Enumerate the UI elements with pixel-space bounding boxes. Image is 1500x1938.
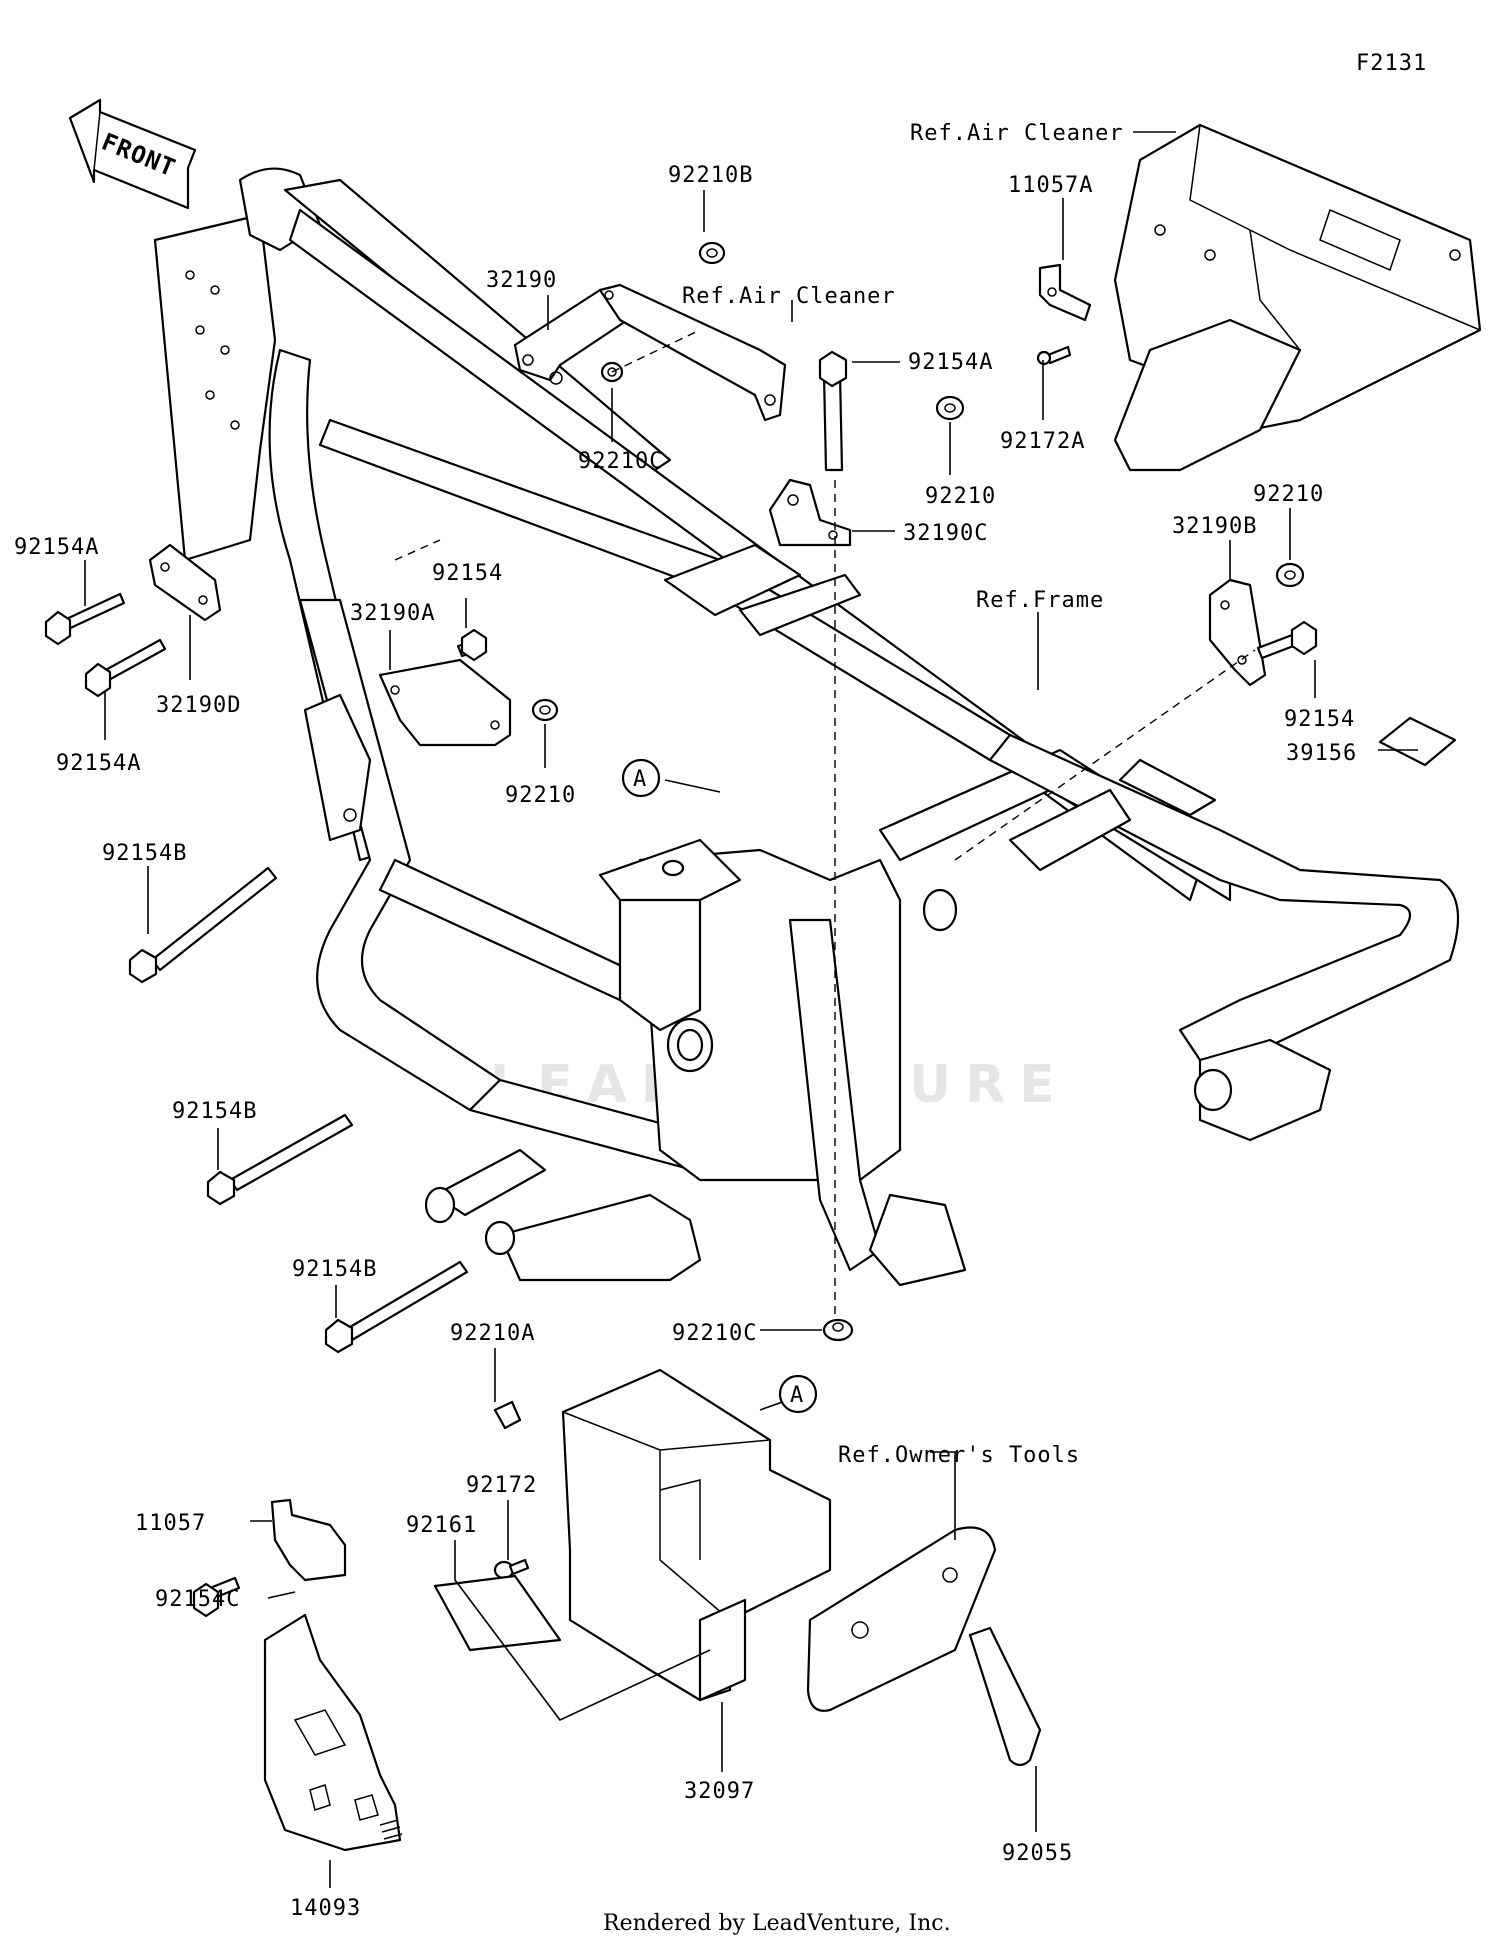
diagram-code: F2131 bbox=[1356, 51, 1427, 76]
label-11057: 11057 bbox=[135, 1511, 206, 1536]
label-32190A: 32190A bbox=[350, 601, 435, 626]
label-11057A: 11057A bbox=[1008, 173, 1093, 198]
bracket-32190A bbox=[378, 658, 512, 747]
screw-92172A bbox=[1036, 345, 1072, 366]
bracket-32190C bbox=[768, 478, 852, 547]
bracket-11057 bbox=[270, 1498, 347, 1582]
label-92210C-bottom: 92210C bbox=[672, 1321, 757, 1346]
label-ref-air-cleaner-mid: Ref.Air Cleaner bbox=[682, 284, 896, 309]
bracket-32190B bbox=[1208, 578, 1267, 687]
nut-92210B bbox=[698, 241, 726, 265]
label-92210B: 92210B bbox=[668, 163, 753, 188]
label-32190B: 32190B bbox=[1172, 514, 1257, 539]
label-92154-right: 92154 bbox=[1284, 707, 1355, 732]
label-92154B-3: 92154B bbox=[292, 1257, 377, 1282]
callout-a-upper-text: A bbox=[633, 767, 647, 792]
bolt-92154-right bbox=[1256, 620, 1318, 660]
assembly-line-4 bbox=[394, 539, 441, 561]
label-ref-owners-tools: Ref.Owner's Tools bbox=[838, 1443, 1080, 1468]
label-32190D: 32190D bbox=[156, 693, 241, 718]
label-92210-mid: 92210 bbox=[925, 484, 996, 509]
label-92210-left: 92210 bbox=[505, 783, 576, 808]
assembly-line-1 bbox=[611, 329, 701, 373]
leader-lines bbox=[84, 131, 1418, 1888]
label-ref-air-cleaner-top: Ref.Air Cleaner bbox=[910, 121, 1124, 146]
bolt-92154A-top bbox=[818, 350, 848, 472]
label-92154A-left2: 92154A bbox=[56, 751, 141, 776]
screw-92172 bbox=[493, 1558, 530, 1580]
label-32097: 32097 bbox=[684, 1779, 755, 1804]
nut-92210C-bottom bbox=[822, 1318, 854, 1342]
label-92154A-top: 92154A bbox=[908, 350, 993, 375]
label-92210A: 92210A bbox=[450, 1321, 535, 1346]
bolt-92154B-3 bbox=[324, 1260, 469, 1354]
callout-a-upper: A bbox=[621, 758, 661, 798]
pad-92161 bbox=[433, 1574, 562, 1652]
label-92210-right: 92210 bbox=[1253, 482, 1324, 507]
label-32190C: 32190C bbox=[903, 521, 988, 546]
label-92154B-1: 92154B bbox=[102, 841, 187, 866]
nut-92210A bbox=[493, 1400, 522, 1430]
owners-tools bbox=[806, 1526, 997, 1712]
bolt-92154C bbox=[192, 1576, 241, 1618]
front-arrow-icon: FRONT bbox=[68, 98, 197, 210]
label-ref-frame: Ref.Frame bbox=[976, 588, 1104, 613]
air-cleaner-stay bbox=[598, 283, 787, 422]
band-92055 bbox=[968, 1626, 1042, 1767]
label-14093: 14093 bbox=[290, 1896, 361, 1921]
bracket-11057A bbox=[1038, 263, 1092, 322]
bolt-92154A-left2 bbox=[84, 638, 167, 698]
label-plate-39156 bbox=[1378, 716, 1457, 767]
nut-92210-left bbox=[531, 698, 559, 722]
cover-14093 bbox=[263, 1613, 403, 1852]
label-92055: 92055 bbox=[1002, 1841, 1073, 1866]
label-92172A: 92172A bbox=[1000, 429, 1085, 454]
bolt-92154-mid bbox=[456, 628, 488, 662]
label-92172: 92172 bbox=[466, 1473, 537, 1498]
label-92161: 92161 bbox=[406, 1513, 477, 1538]
label-92154B-2: 92154B bbox=[172, 1099, 257, 1124]
bolt-92154B-1 bbox=[128, 866, 278, 984]
bolt-92154B-2 bbox=[206, 1113, 354, 1206]
assembly-line-3 bbox=[954, 649, 1256, 861]
toolbox-32097 bbox=[561, 1368, 832, 1702]
bolt-92154A-left1 bbox=[44, 592, 126, 646]
label-39156: 39156 bbox=[1286, 741, 1357, 766]
bracket-32190D bbox=[148, 543, 222, 622]
nut-92210-right bbox=[1275, 562, 1305, 588]
air-cleaner-housing bbox=[1113, 123, 1482, 472]
label-32190: 32190 bbox=[486, 268, 557, 293]
label-92154A-left1: 92154A bbox=[14, 535, 99, 560]
label-92210C-top: 92210C bbox=[578, 449, 663, 474]
footer-text: Rendered by LeadVenture, Inc. bbox=[603, 1911, 951, 1936]
callout-a-lower: A bbox=[778, 1374, 818, 1414]
label-92154-mid: 92154 bbox=[432, 561, 503, 586]
label-92154C: 92154C bbox=[155, 1587, 240, 1612]
nut-92210-mid bbox=[935, 395, 965, 421]
callout-a-lower-text: A bbox=[790, 1383, 804, 1408]
